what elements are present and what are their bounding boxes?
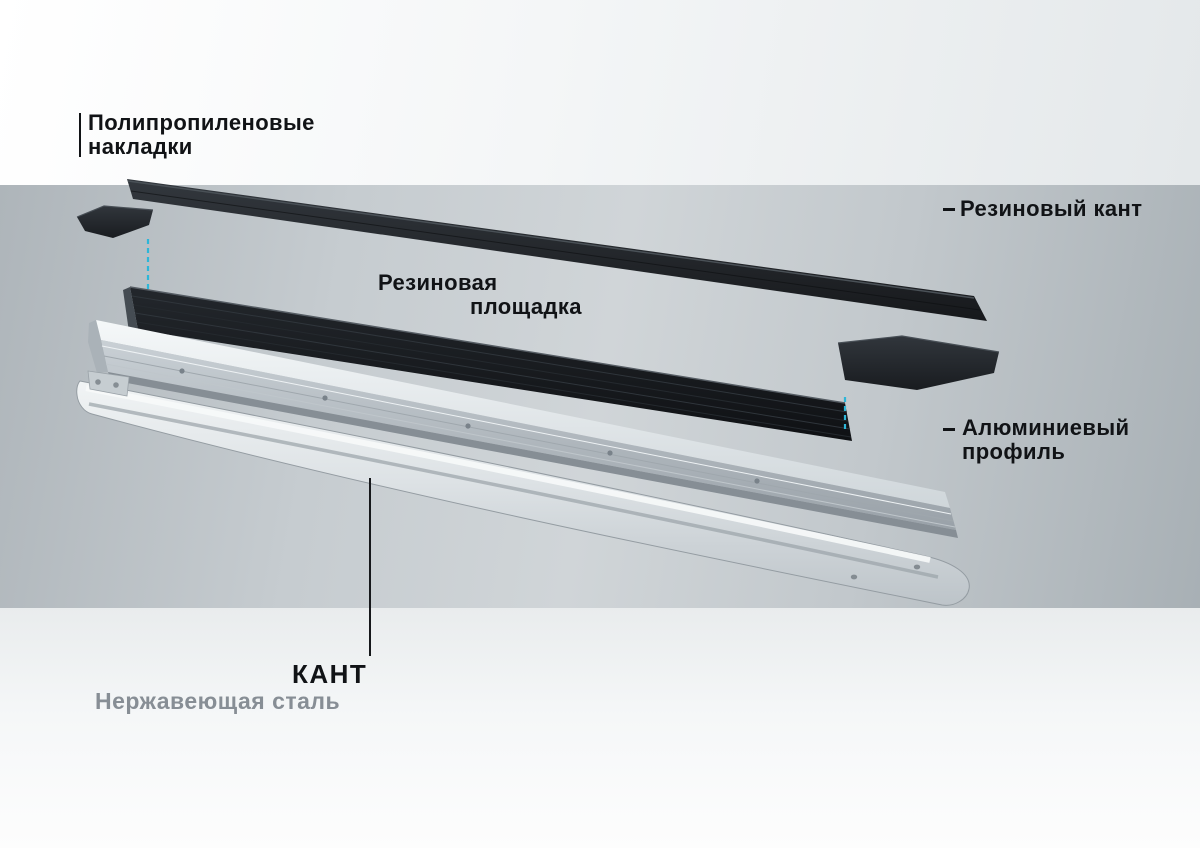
aluminum-profile-part <box>88 320 958 538</box>
label-rubber-pad: Резиновая площадка <box>378 271 582 319</box>
label-line: накладки <box>88 134 193 159</box>
label-aluminum-profile: Алюминиевый профиль <box>962 416 1129 464</box>
label-line: Алюминиевый <box>962 415 1130 440</box>
leader-tick-rubber-edging <box>943 208 955 211</box>
background-top <box>0 0 1200 185</box>
leader-tick-aluminum <box>943 428 955 431</box>
rubber-edging-strip-part <box>127 179 987 321</box>
leader-tick-polypropylene <box>79 113 81 157</box>
polypropylene-cap-right-part <box>837 335 1000 390</box>
material-label: Нержавеющая сталь <box>95 688 341 714</box>
label-line: площадка <box>470 294 582 319</box>
background-bottom <box>0 608 1200 848</box>
label-line: профиль <box>962 439 1066 464</box>
leader-line-kant <box>369 478 371 656</box>
label-line: Резиновая <box>378 270 498 295</box>
rubber-pad-part <box>123 286 852 441</box>
brand-kant: КАНТ <box>292 659 368 689</box>
label-polypropylene-caps: Полипропиленовые накладки <box>88 111 315 159</box>
stainless-steel-edging-part <box>76 370 970 606</box>
label-line: Резиновый кант <box>960 196 1143 221</box>
polypropylene-cap-left-part <box>76 205 154 238</box>
label-rubber-edging: Резиновый кант <box>960 197 1142 221</box>
label-line: Полипропиленовые <box>88 110 315 135</box>
